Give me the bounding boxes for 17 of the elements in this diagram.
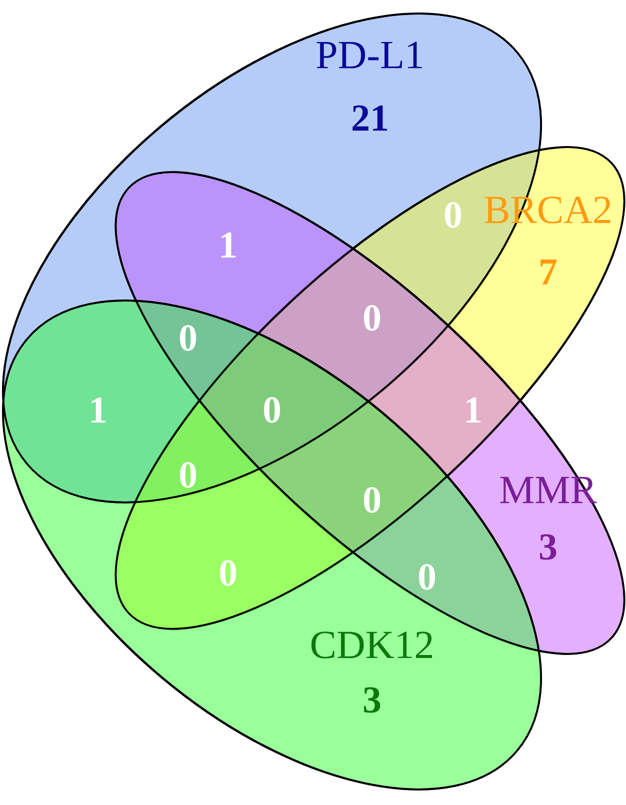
- set-count: 3: [364, 687, 380, 713]
- region-count: 0: [364, 305, 380, 331]
- region-count: 0: [180, 462, 196, 488]
- region-count: 0: [220, 560, 236, 586]
- region-count: 0: [264, 397, 280, 423]
- region-count: 0: [418, 564, 436, 590]
- region-count: 1: [92, 397, 106, 423]
- region-count: 0: [180, 325, 196, 351]
- set-name: PD-L1: [316, 42, 422, 68]
- region-count: 0: [444, 202, 462, 228]
- region-count: 1: [466, 397, 481, 423]
- set-name: CDK12: [311, 632, 432, 658]
- region-count: 1: [222, 232, 236, 258]
- set-count: 7: [540, 260, 557, 284]
- region-count: 0: [364, 487, 380, 513]
- set-count: 21: [352, 105, 388, 131]
- set-count: 3: [540, 534, 556, 560]
